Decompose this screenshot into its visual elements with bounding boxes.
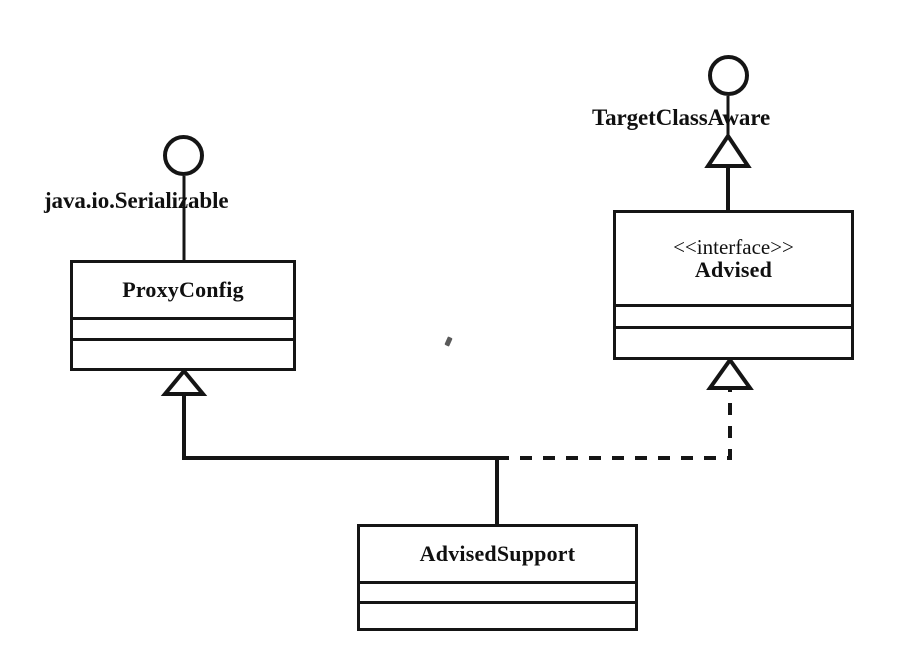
class-box-proxy-config[interactable]: ProxyConfig: [70, 260, 296, 371]
target-class-aware-lollipop-icon: [708, 55, 749, 96]
serializable-lollipop-icon: [163, 135, 204, 176]
class-title-proxy-config: ProxyConfig: [122, 277, 244, 303]
class-attributes-compartment-proxy-config: [73, 320, 293, 341]
class-attributes-compartment-advised-support: [360, 584, 635, 604]
connector-advisedsupport-to-proxyconfig: [182, 394, 497, 460]
class-box-advised[interactable]: <<interface>> Advised: [613, 210, 854, 360]
class-box-advised-support[interactable]: AdvisedSupport: [357, 524, 638, 631]
arrowhead-advisedsupport-to-advised: [706, 356, 754, 390]
serializable-interface-label: java.io.Serializable: [44, 188, 229, 213]
class-title-advised: Advised: [694, 257, 773, 283]
class-title-advised-support: AdvisedSupport: [419, 541, 576, 567]
class-name-compartment-advised: <<interface>> Advised: [616, 213, 851, 307]
arrowhead-advised-to-targetclassaware: [704, 132, 752, 168]
class-operations-compartment-advised-support: [360, 604, 635, 628]
class-stereotype-advised: <<interface>>: [673, 234, 794, 259]
class-operations-compartment-proxy-config: [73, 341, 293, 368]
class-name-compartment-advised-support: AdvisedSupport: [360, 527, 635, 584]
class-operations-compartment-advised: [616, 329, 851, 357]
class-attributes-compartment-advised: [616, 307, 851, 329]
target-class-aware-interface-label: TargetClassAware: [592, 105, 771, 130]
arrowhead-advisedsupport-to-proxyconfig: [160, 367, 208, 396]
class-name-compartment-proxy-config: ProxyConfig: [73, 263, 293, 320]
connector-advisedsupport-realizes-advised: [497, 388, 732, 460]
